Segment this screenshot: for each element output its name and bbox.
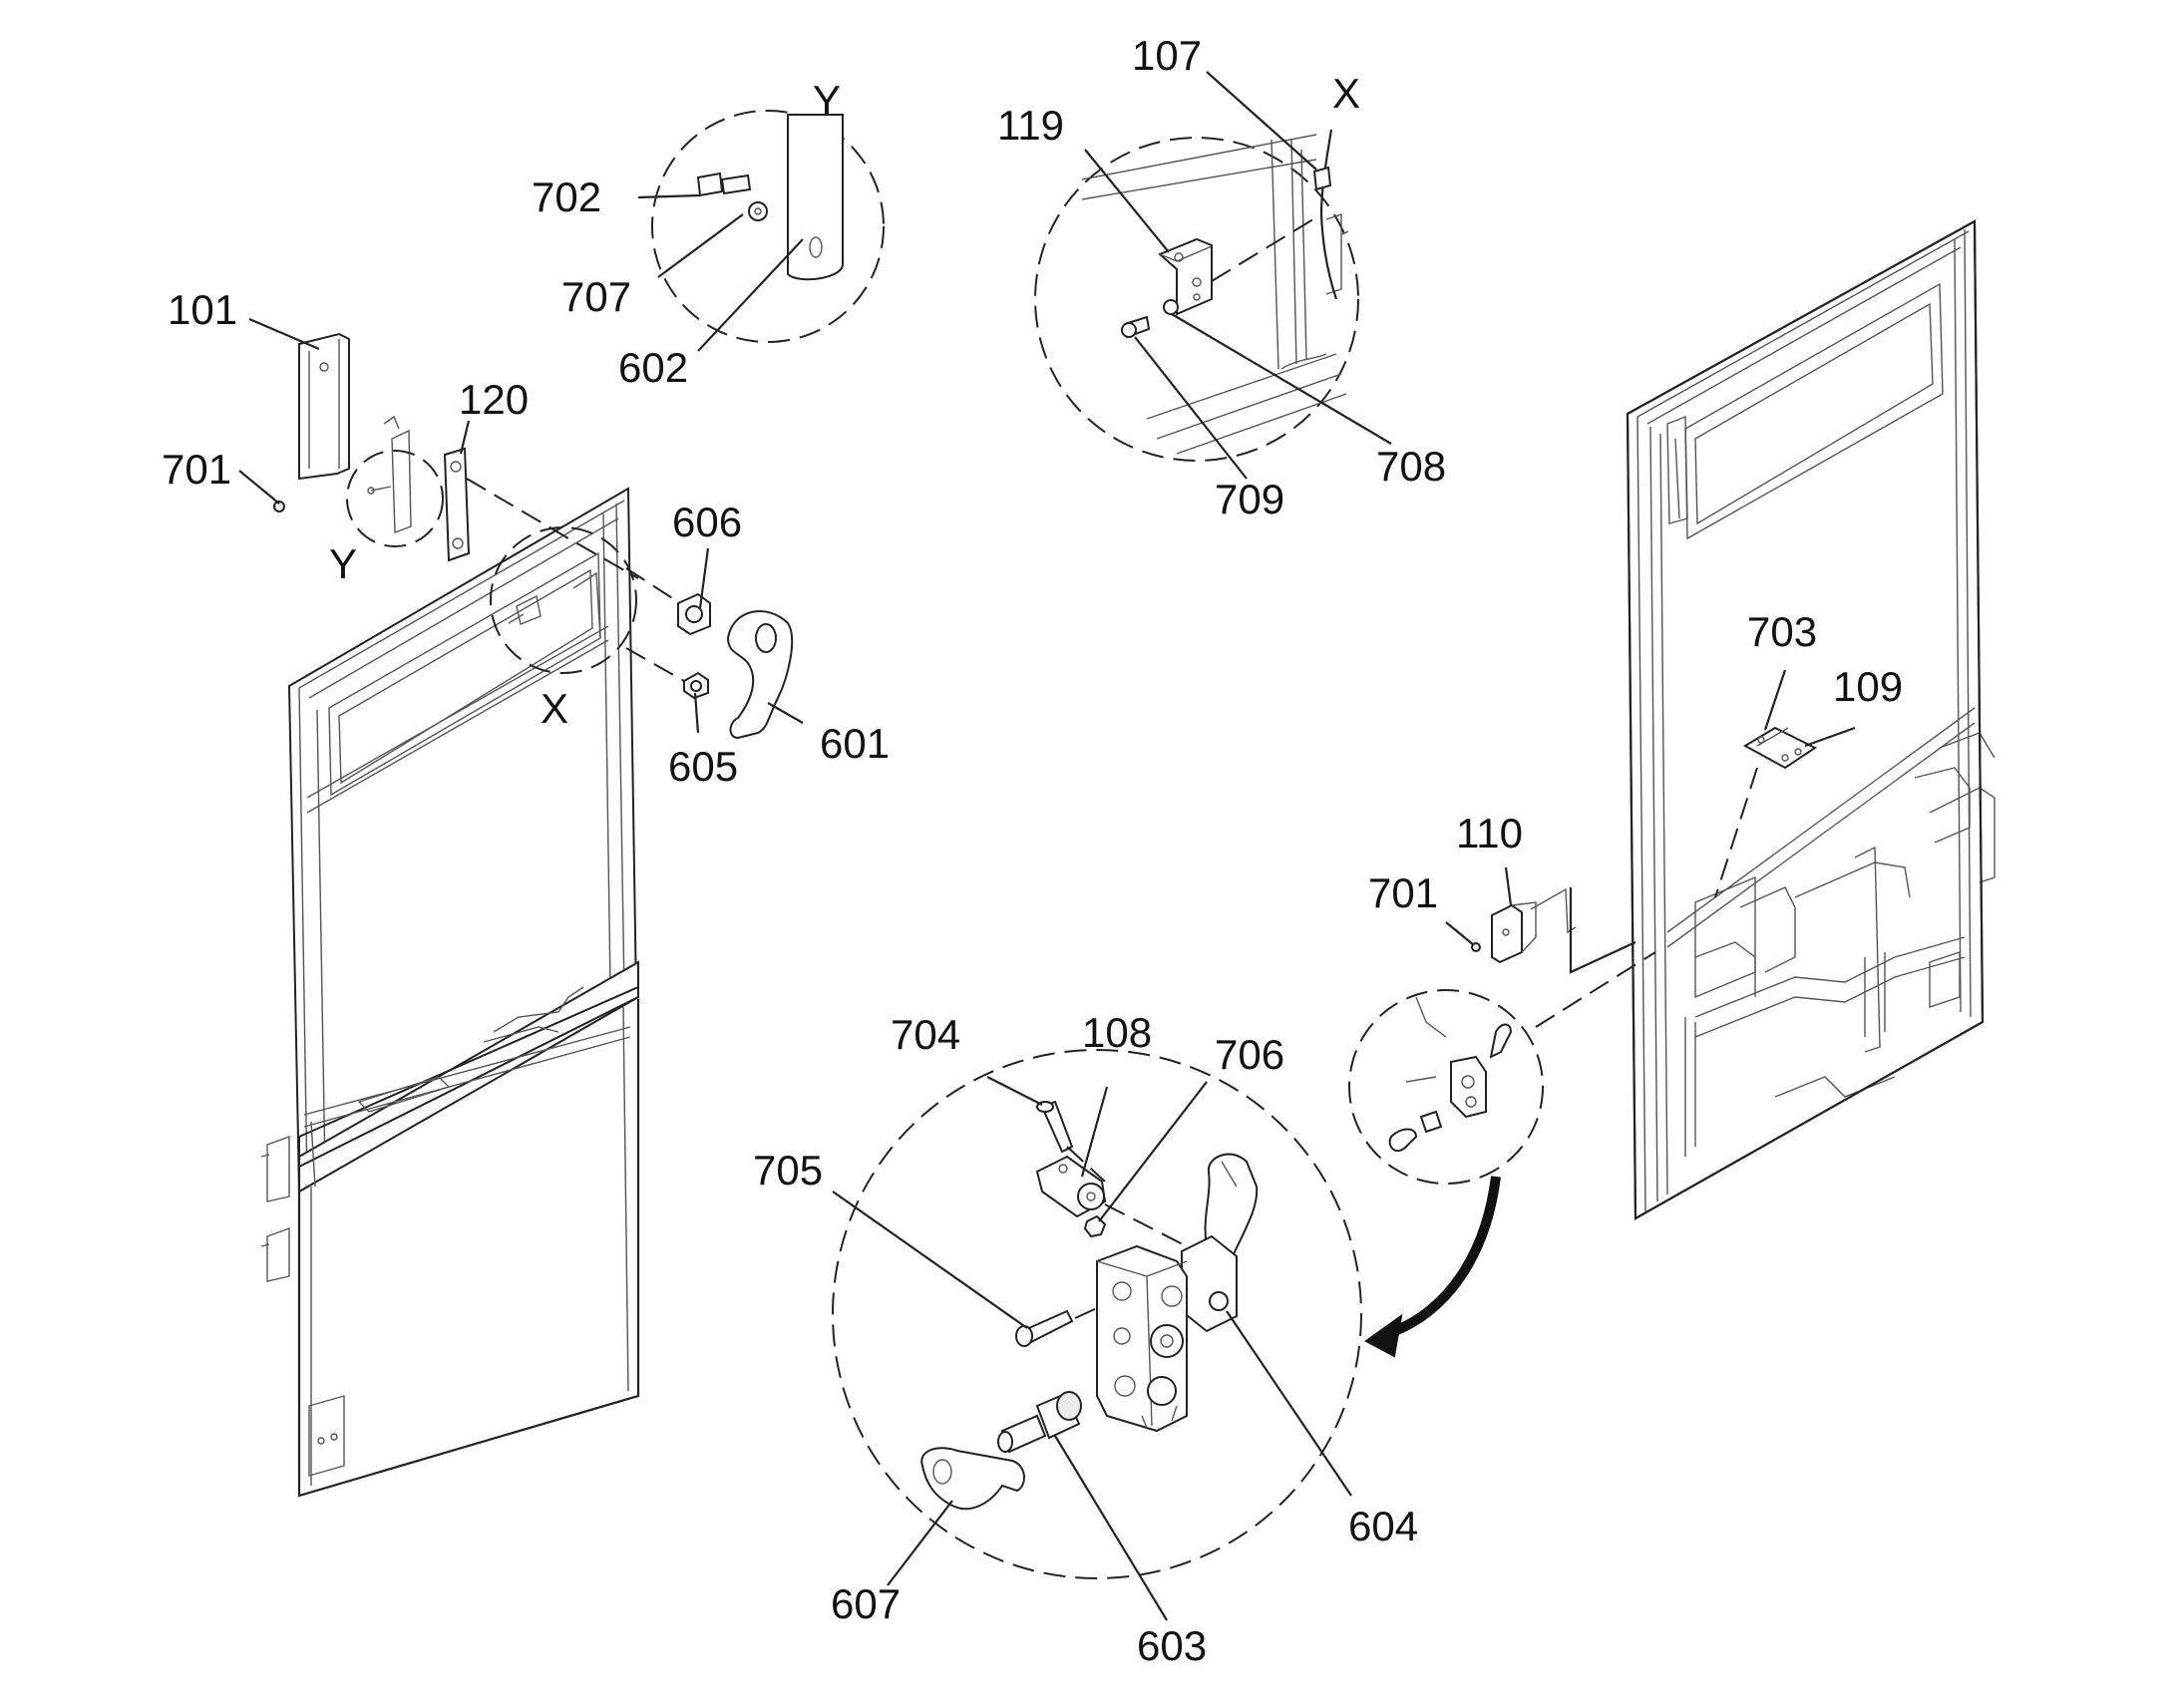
part-109-plate [1742, 726, 1817, 770]
label-701-right: 701 [1368, 869, 1438, 916]
detail-y-contents [696, 114, 844, 281]
left-door [260, 487, 639, 1497]
label-603: 603 [1137, 1622, 1207, 1669]
label-x-top: X [1332, 70, 1360, 117]
label-706: 706 [1215, 1031, 1284, 1078]
label-709: 709 [1215, 476, 1284, 522]
detail-circle-y [651, 110, 885, 343]
detail-circle-x-small [490, 526, 637, 674]
label-119: 119 [997, 102, 1064, 149]
label-y-top: Y [813, 77, 841, 124]
label-704: 704 [891, 1011, 960, 1058]
part-labels: 101 701 120 Y 702 707 602 Y 606 601 605 … [162, 32, 1903, 1669]
part-120-plate [443, 447, 471, 562]
label-707: 707 [561, 273, 631, 320]
detail-circle-x [1034, 137, 1359, 462]
label-601: 601 [820, 720, 890, 767]
latch-assembly [920, 1100, 1259, 1511]
label-705: 705 [753, 1147, 823, 1194]
detail-latch-small [1388, 996, 1513, 1153]
detail-circle-latch-small [1348, 989, 1544, 1185]
label-708: 708 [1376, 443, 1446, 490]
part-606-washer [677, 592, 711, 636]
screw-701-left [273, 501, 285, 512]
part-101-bracket [298, 332, 350, 481]
leader-lines [238, 71, 1856, 1621]
curved-arrow [1379, 1176, 1501, 1341]
part-110-bracket [1491, 901, 1537, 964]
label-607: 607 [831, 1580, 901, 1627]
label-702: 702 [532, 173, 601, 220]
label-605: 605 [668, 743, 738, 790]
label-109: 109 [1833, 663, 1903, 710]
label-107: 107 [1132, 32, 1202, 79]
label-y-left: Y [329, 540, 357, 587]
right-door [1626, 219, 1996, 1220]
label-110: 110 [1456, 810, 1523, 856]
label-108: 108 [1082, 1009, 1152, 1056]
arrow-head [1364, 1313, 1403, 1358]
label-701-left: 701 [162, 446, 231, 493]
detail-circle-y-small [346, 450, 444, 547]
label-x-left: X [541, 685, 568, 732]
label-606: 606 [672, 499, 742, 545]
part-605-washer [683, 671, 709, 700]
label-120: 120 [459, 376, 529, 423]
label-604: 604 [1348, 1503, 1418, 1549]
detail-x-contents [1081, 129, 1349, 455]
detail-circle-latch [832, 1049, 1362, 1579]
label-703: 703 [1747, 608, 1817, 655]
label-101: 101 [168, 286, 237, 333]
detail-x-small [508, 571, 601, 639]
label-602: 602 [618, 344, 688, 391]
part-601-handle [726, 610, 794, 740]
detail-y-small [367, 415, 412, 533]
